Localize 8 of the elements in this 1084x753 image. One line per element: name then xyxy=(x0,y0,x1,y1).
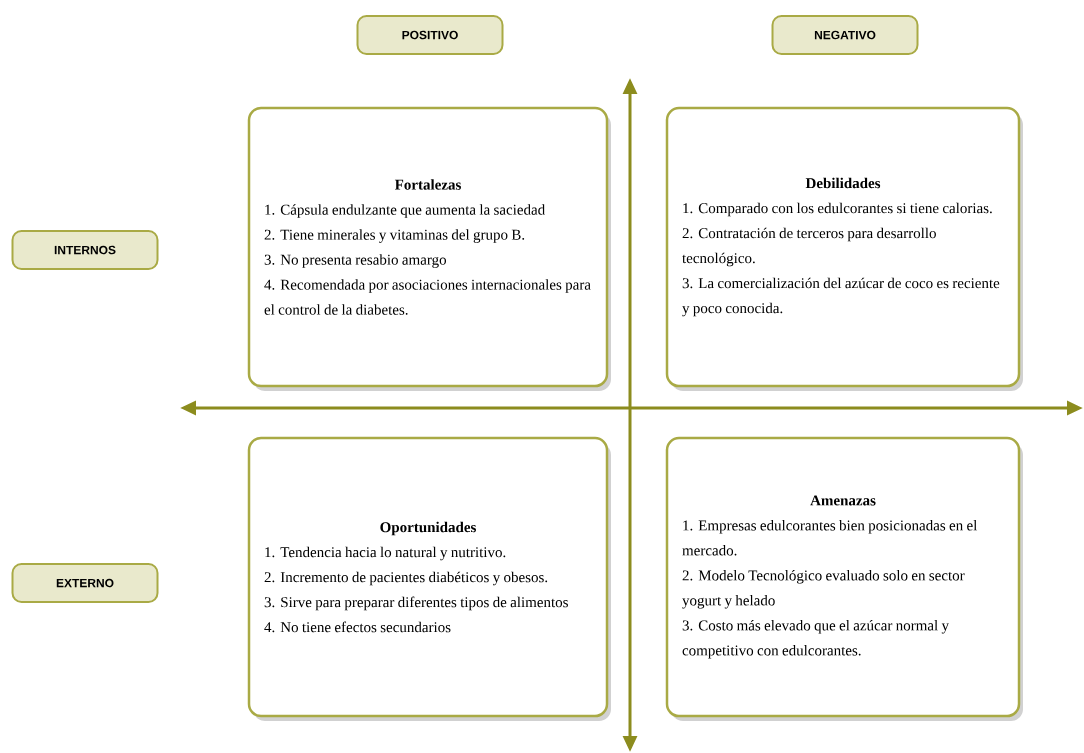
quadrant-box: Amenazas 1. Empresas edulcorantes bien posicionadas en el mercado. 2. Modelo Tecnológico evaluado solo en sector yogurt y helado 3. Costo más elevado que el azúcar normal y competitivo con edulcorantes. xyxy=(665,436,1021,718)
quadrant-box: Debilidades 1. Comparado con los edulcorantes si tiene calorias. 2. Contratación de terceros para desarrollo tecnológico. 3. La comercialización del azúcar de coco es reciente y poco conocida. xyxy=(665,106,1021,388)
quadrant-box: Oportunidades 1. Tendencia hacia lo natural y nutritivo. 2. Incremento de pacientes diabéticos y obesos. 3. Sirve para preparar diferentes tipos de alimentos 4. No tiene efectos secundarios xyxy=(247,436,609,718)
category-label: POSITIVO xyxy=(356,15,504,55)
category-label: INTERNOS xyxy=(11,230,159,270)
category-label: EXTERNO xyxy=(11,563,159,603)
quadrant-box: Fortalezas 1. Cápsula endulzante que aumenta la saciedad 2. Tiene minerales y vitaminas del grupo B. 3. No presenta resabio amargo 4. Recomendada por asociaciones internacionales para el control de la diabetes. xyxy=(247,106,609,388)
category-label: NEGATIVO xyxy=(771,15,919,55)
